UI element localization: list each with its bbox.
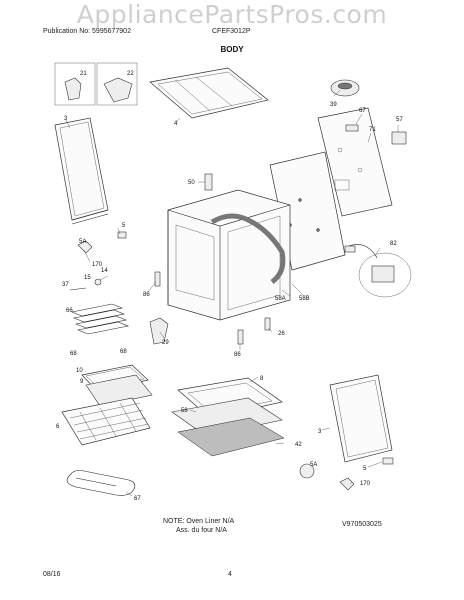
callout-10: 10 bbox=[76, 368, 83, 374]
bracket-part bbox=[64, 77, 82, 101]
callout-82: 82 bbox=[390, 241, 397, 247]
callout-14: 14 bbox=[101, 268, 108, 274]
callout-68-left: 68 bbox=[70, 351, 77, 357]
model-number: CFEF3012P bbox=[212, 28, 251, 35]
callout-58: 58 bbox=[181, 408, 188, 414]
broil-element bbox=[70, 303, 130, 335]
clip-67 bbox=[345, 124, 359, 132]
callout-39: 39 bbox=[330, 102, 337, 108]
callout-9: 9 bbox=[80, 379, 84, 385]
callout-67-bottom: 67 bbox=[134, 496, 141, 502]
callout-3-left: 3 bbox=[64, 116, 68, 122]
terminal-block-detail bbox=[358, 252, 412, 298]
callout-6: 6 bbox=[56, 424, 60, 430]
diagram-code: V970503025 bbox=[342, 521, 382, 528]
footer-date: 08/16 bbox=[43, 571, 61, 578]
terminal-block bbox=[391, 131, 407, 145]
oven-body-frame bbox=[167, 189, 291, 321]
callout-66: 66 bbox=[66, 308, 73, 314]
callout-170-left: 170 bbox=[92, 262, 103, 268]
callout-26: 26 bbox=[278, 331, 285, 337]
callout-3-right: 3 bbox=[318, 429, 322, 435]
storage-drawer-bottom bbox=[177, 417, 285, 457]
callout-5A-right: 5A bbox=[310, 462, 317, 468]
broiler-pan bbox=[85, 374, 153, 407]
callout-21: 21 bbox=[80, 71, 87, 77]
callout-5A-left: 5A bbox=[79, 239, 86, 245]
drawer-body bbox=[171, 397, 283, 437]
oven-rack bbox=[61, 397, 151, 446]
section-title: BODY bbox=[220, 45, 244, 54]
callout-29: 29 bbox=[162, 340, 169, 346]
callout-42: 42 bbox=[295, 442, 302, 448]
callout-5-right: 5 bbox=[363, 466, 367, 472]
side-panel-left bbox=[54, 117, 109, 221]
callout-71: 71 bbox=[369, 127, 376, 133]
callout-5-left: 5 bbox=[122, 223, 126, 229]
callout-86-a: 86 bbox=[143, 292, 150, 298]
callout-170-right: 170 bbox=[360, 481, 371, 487]
page-number: 4 bbox=[228, 571, 232, 578]
publication-number: Publication No: 5995677902 bbox=[43, 28, 131, 35]
hinge-receptacle-part bbox=[103, 77, 133, 103]
switch-14 bbox=[94, 278, 102, 286]
callout-86-b: 86 bbox=[234, 352, 241, 358]
note-oven-liner-fr: Ass. du four N/A bbox=[176, 527, 227, 534]
callout-8: 8 bbox=[260, 376, 264, 382]
callout-67: 67 bbox=[359, 108, 366, 114]
inset-box-21 bbox=[54, 62, 96, 106]
callout-68-right: 68 bbox=[120, 349, 127, 355]
inset-box-22 bbox=[96, 62, 138, 106]
callout-58B: 58B bbox=[299, 296, 310, 302]
hinge-5A-left bbox=[77, 240, 93, 254]
side-panel-right bbox=[329, 374, 393, 463]
note-oven-liner: NOTE: Oven Liner N/A bbox=[163, 518, 235, 525]
callout-15: 15 bbox=[84, 275, 91, 281]
rear-panel bbox=[317, 107, 393, 217]
callout-4: 4 bbox=[174, 121, 178, 127]
callout-58A: 58A bbox=[275, 296, 286, 302]
watermark: AppliancePartsPros.com bbox=[76, 0, 388, 29]
callout-22: 22 bbox=[127, 71, 134, 77]
hinge-5A-right bbox=[299, 463, 315, 479]
bake-element bbox=[66, 470, 136, 496]
callout-57: 57 bbox=[396, 117, 403, 123]
leveling-leg bbox=[204, 173, 213, 191]
callout-50: 50 bbox=[188, 180, 195, 186]
callout-37: 37 bbox=[62, 282, 69, 288]
